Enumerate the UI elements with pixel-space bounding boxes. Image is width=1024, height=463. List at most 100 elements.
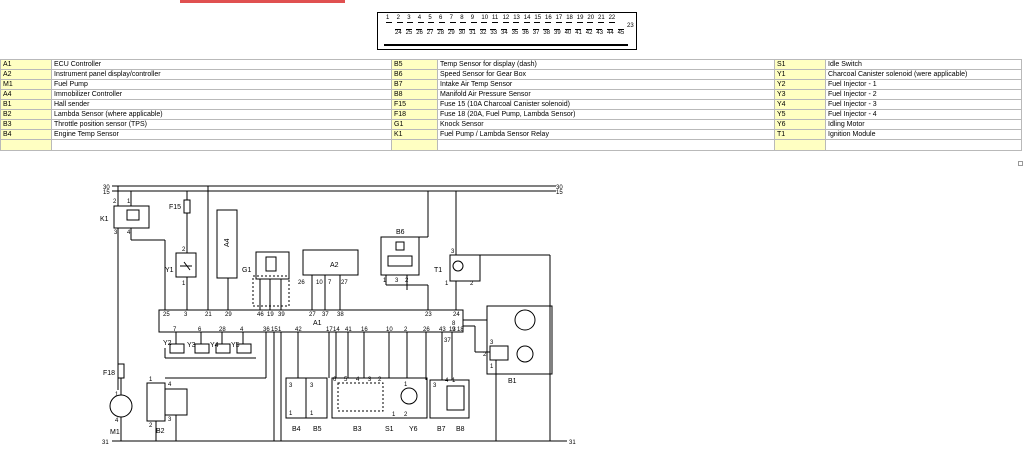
b1-pin-1: 1 (490, 364, 494, 370)
connector-pin-42: 42 (585, 29, 593, 36)
b6-pin-1: 1 (383, 278, 387, 284)
ecu-bottom-pin-36: 36 (263, 327, 270, 333)
label-s1: S1 (385, 426, 394, 433)
ecu-top-pin-24: 24 (453, 312, 460, 318)
label-a1: A1 (313, 320, 322, 327)
connector-pin-45: 45 (617, 29, 625, 36)
label-b7: B7 (437, 426, 446, 433)
ecu-bottom-pin-16: 16 (361, 327, 368, 333)
ecu-bottom-pin-18: 18 (457, 327, 464, 333)
connector-pin-18: 18 (566, 15, 573, 23)
y4-injector (215, 343, 231, 354)
b1-pin-2: 2 (483, 352, 487, 358)
ecu-top-pin-27: 27 (309, 312, 316, 318)
connector-pin-12: 12 (502, 15, 510, 23)
b4-pin-3: 3 (289, 383, 293, 389)
ecu-bottom-pin-2: 2 (404, 327, 408, 333)
connector-base-bar (384, 44, 628, 46)
connector-pin-35: 35 (511, 29, 519, 36)
m1-pin-1: 1 (115, 392, 119, 398)
connector-pin-21: 21 (598, 15, 605, 23)
connector-pin-41: 41 (575, 29, 582, 36)
b3-pin-2: 2 (378, 377, 382, 383)
connector-pin-37: 37 (532, 29, 540, 36)
ecu-top-pin-25: 25 (163, 312, 170, 318)
label-b8: B8 (456, 426, 465, 433)
rail-31-label-left: 31 (102, 440, 109, 446)
rail-15-label-left: 15 (103, 190, 110, 196)
label-b1: B1 (508, 378, 517, 385)
label-y2: Y2 (163, 340, 172, 347)
label-y3: Y3 (187, 342, 196, 349)
b3-pin-3: 3 (368, 377, 372, 383)
connector-pin-38: 38 (543, 29, 551, 36)
b4-pin-1: 1 (289, 411, 293, 417)
y5-injector (236, 343, 252, 354)
b2-lambda-sensor-box (146, 382, 166, 422)
ecu-bottom-pin-43: 43 (439, 327, 446, 333)
connector-pin-5: 5 (428, 15, 435, 23)
connector-pin-1: 1 (386, 15, 392, 23)
label-b4: B4 (292, 426, 301, 433)
g1-knock-sensor-box (255, 251, 290, 280)
ecu-bottom-pin-26: 26 (423, 327, 430, 333)
ecu-bottom-pin-41: 41 (345, 327, 352, 333)
label-k1: K1 (100, 216, 109, 223)
b2-pin-1: 1 (149, 377, 153, 383)
connector-pin-3: 3 (407, 15, 414, 23)
rail-15-label-right: 15 (556, 190, 563, 196)
connector-pin-13: 13 (513, 15, 520, 23)
b7-pin-3: 3 (433, 383, 437, 389)
ecu-bottom-pin-1: 1 (278, 327, 282, 333)
b7-pin-4: 4 (445, 378, 449, 384)
ecu-bottom-pin-13: 13 (449, 327, 456, 333)
connector-pin-17: 17 (555, 15, 563, 23)
a2-instrument-panel-box (302, 249, 359, 276)
connector-pin-26: 26 (416, 29, 423, 36)
rail-30-label-right: 30 (556, 185, 563, 191)
a1-ecu-box (158, 309, 464, 333)
a1-pin-37: 37 (444, 338, 451, 344)
b6-pin-2: 2 (405, 278, 409, 284)
ecu-bottom-pin-7: 7 (173, 327, 177, 333)
label-b6: B6 (396, 229, 405, 236)
y1-pin-1: 1 (182, 281, 186, 287)
ecu-top-pin-23: 23 (425, 312, 432, 318)
connector-pin-22: 22 (608, 15, 616, 23)
a2-pin-26: 26 (298, 280, 305, 286)
a2-pin-7: 7 (328, 280, 332, 286)
connector-pin-31: 31 (469, 29, 476, 36)
ecu-top-pin-19: 19 (267, 312, 274, 318)
connector-pin-33: 33 (490, 29, 498, 36)
ecu-bottom-pin-42: 42 (295, 327, 302, 333)
k1-pin-3: 3 (114, 230, 118, 236)
k1-relay-box (113, 205, 150, 229)
b2-pin-3: 3 (168, 417, 172, 423)
legend-empty-cell (0, 139, 52, 151)
connector-pin-20: 20 (587, 15, 595, 23)
t1-ignition-module-box (449, 254, 481, 282)
t1-pin-2: 2 (470, 281, 474, 287)
ecu-top-pin-37: 37 (322, 312, 329, 318)
connector-pin-9: 9 (470, 15, 477, 23)
connector-pin-43: 43 (596, 29, 604, 36)
y1-pin-2: 2 (182, 247, 186, 253)
connector-pin-10: 10 (481, 15, 489, 23)
label-b3: B3 (353, 426, 362, 433)
ecu-top-pin-46: 46 (257, 312, 264, 318)
connector-pin-2: 2 (396, 15, 403, 23)
label-b2: B2 (156, 428, 165, 435)
y6-pin-1: 1 (404, 382, 408, 388)
a4-immobilizer-box (216, 209, 238, 279)
s1-pin-1: 1 (392, 412, 396, 418)
ecu-bottom-pin-4: 4 (240, 327, 244, 333)
label-y1: Y1 (165, 267, 174, 274)
f18-fuse (117, 363, 125, 379)
connector-pin-15: 15 (534, 15, 542, 23)
a1-pin-8: 8 (452, 321, 456, 327)
